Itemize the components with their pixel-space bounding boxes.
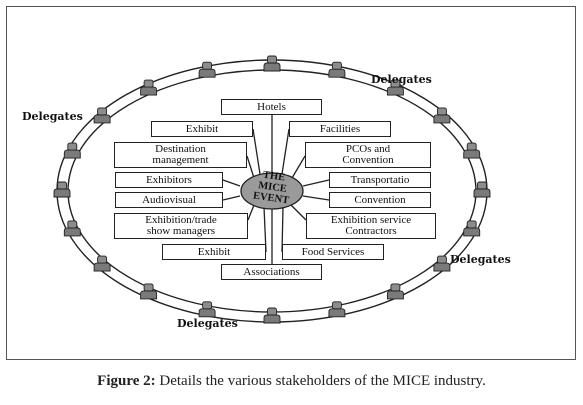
connector-line xyxy=(246,155,255,179)
delegate-person-icon xyxy=(328,61,346,78)
stakeholder-exhibit-top: Exhibit xyxy=(151,121,253,137)
connector-line xyxy=(222,179,241,187)
delegate-person-icon xyxy=(463,220,481,237)
connector-line xyxy=(302,179,330,187)
delegate-person-icon xyxy=(198,61,216,78)
stakeholder-audiovisual: Audiovisual xyxy=(115,192,223,208)
delegate-person-icon xyxy=(263,307,281,324)
delegate-person-icon xyxy=(63,142,81,159)
delegate-icons xyxy=(53,55,491,324)
center-event-oval xyxy=(240,172,304,210)
caption-text: Details the various stakeholders of the … xyxy=(155,373,486,389)
figure-caption: Figure 2: Details the various stakeholde… xyxy=(0,373,583,390)
stakeholder-destination-management: Destination management xyxy=(114,142,247,168)
delegate-person-icon xyxy=(63,220,81,237)
delegate-person-icon xyxy=(328,301,346,318)
stakeholder-exhibitors: Exhibitors xyxy=(115,172,223,188)
connector-line xyxy=(302,195,330,201)
delegate-person-icon xyxy=(433,255,451,272)
delegate-person-icon xyxy=(386,283,404,300)
delegate-person-icon xyxy=(53,181,71,198)
stakeholder-food-services: Food Services xyxy=(282,244,384,260)
delegate-person-icon xyxy=(463,142,481,159)
stakeholder-associations: Associations xyxy=(221,264,322,280)
delegate-person-icon xyxy=(93,107,111,124)
stakeholder-exhibition-service-contractors: Exhibition service Contractors xyxy=(306,213,436,239)
delegate-person-icon xyxy=(198,301,216,318)
delegate-person-icon xyxy=(140,283,158,300)
delegates-label-top-right: Delegates xyxy=(371,73,432,86)
stakeholder-exhibit-bottom: Exhibit xyxy=(162,244,266,260)
stakeholder-hotels: Hotels xyxy=(221,99,322,115)
delegate-person-icon xyxy=(473,181,491,198)
stakeholder-facilities: Facilities xyxy=(289,121,391,137)
mice-diagram xyxy=(53,55,491,324)
delegate-person-icon xyxy=(263,55,281,72)
stakeholder-pcos-convention: PCOs and Convention xyxy=(305,142,431,168)
delegate-person-icon xyxy=(140,79,158,96)
connector-line xyxy=(222,195,241,201)
delegate-person-icon xyxy=(93,255,111,272)
connector-line xyxy=(247,204,255,221)
delegates-label-right: Delegates xyxy=(450,253,511,266)
delegate-person-icon xyxy=(433,107,451,124)
stakeholder-convention: Convention xyxy=(329,192,431,208)
stakeholder-transportation: Transportatio xyxy=(329,172,431,188)
connector-line xyxy=(281,128,290,175)
stakeholder-exhibition-trade-show-managers: Exhibition/trade show managers xyxy=(114,213,248,239)
caption-label: Figure 2: xyxy=(97,373,156,389)
delegate-person-icon xyxy=(386,79,404,96)
connector-line xyxy=(291,155,306,179)
connector-line xyxy=(252,128,261,175)
delegates-label-left: Delegates xyxy=(22,110,83,123)
connector-line xyxy=(290,204,307,221)
delegates-label-bottom: Delegates xyxy=(177,317,238,330)
